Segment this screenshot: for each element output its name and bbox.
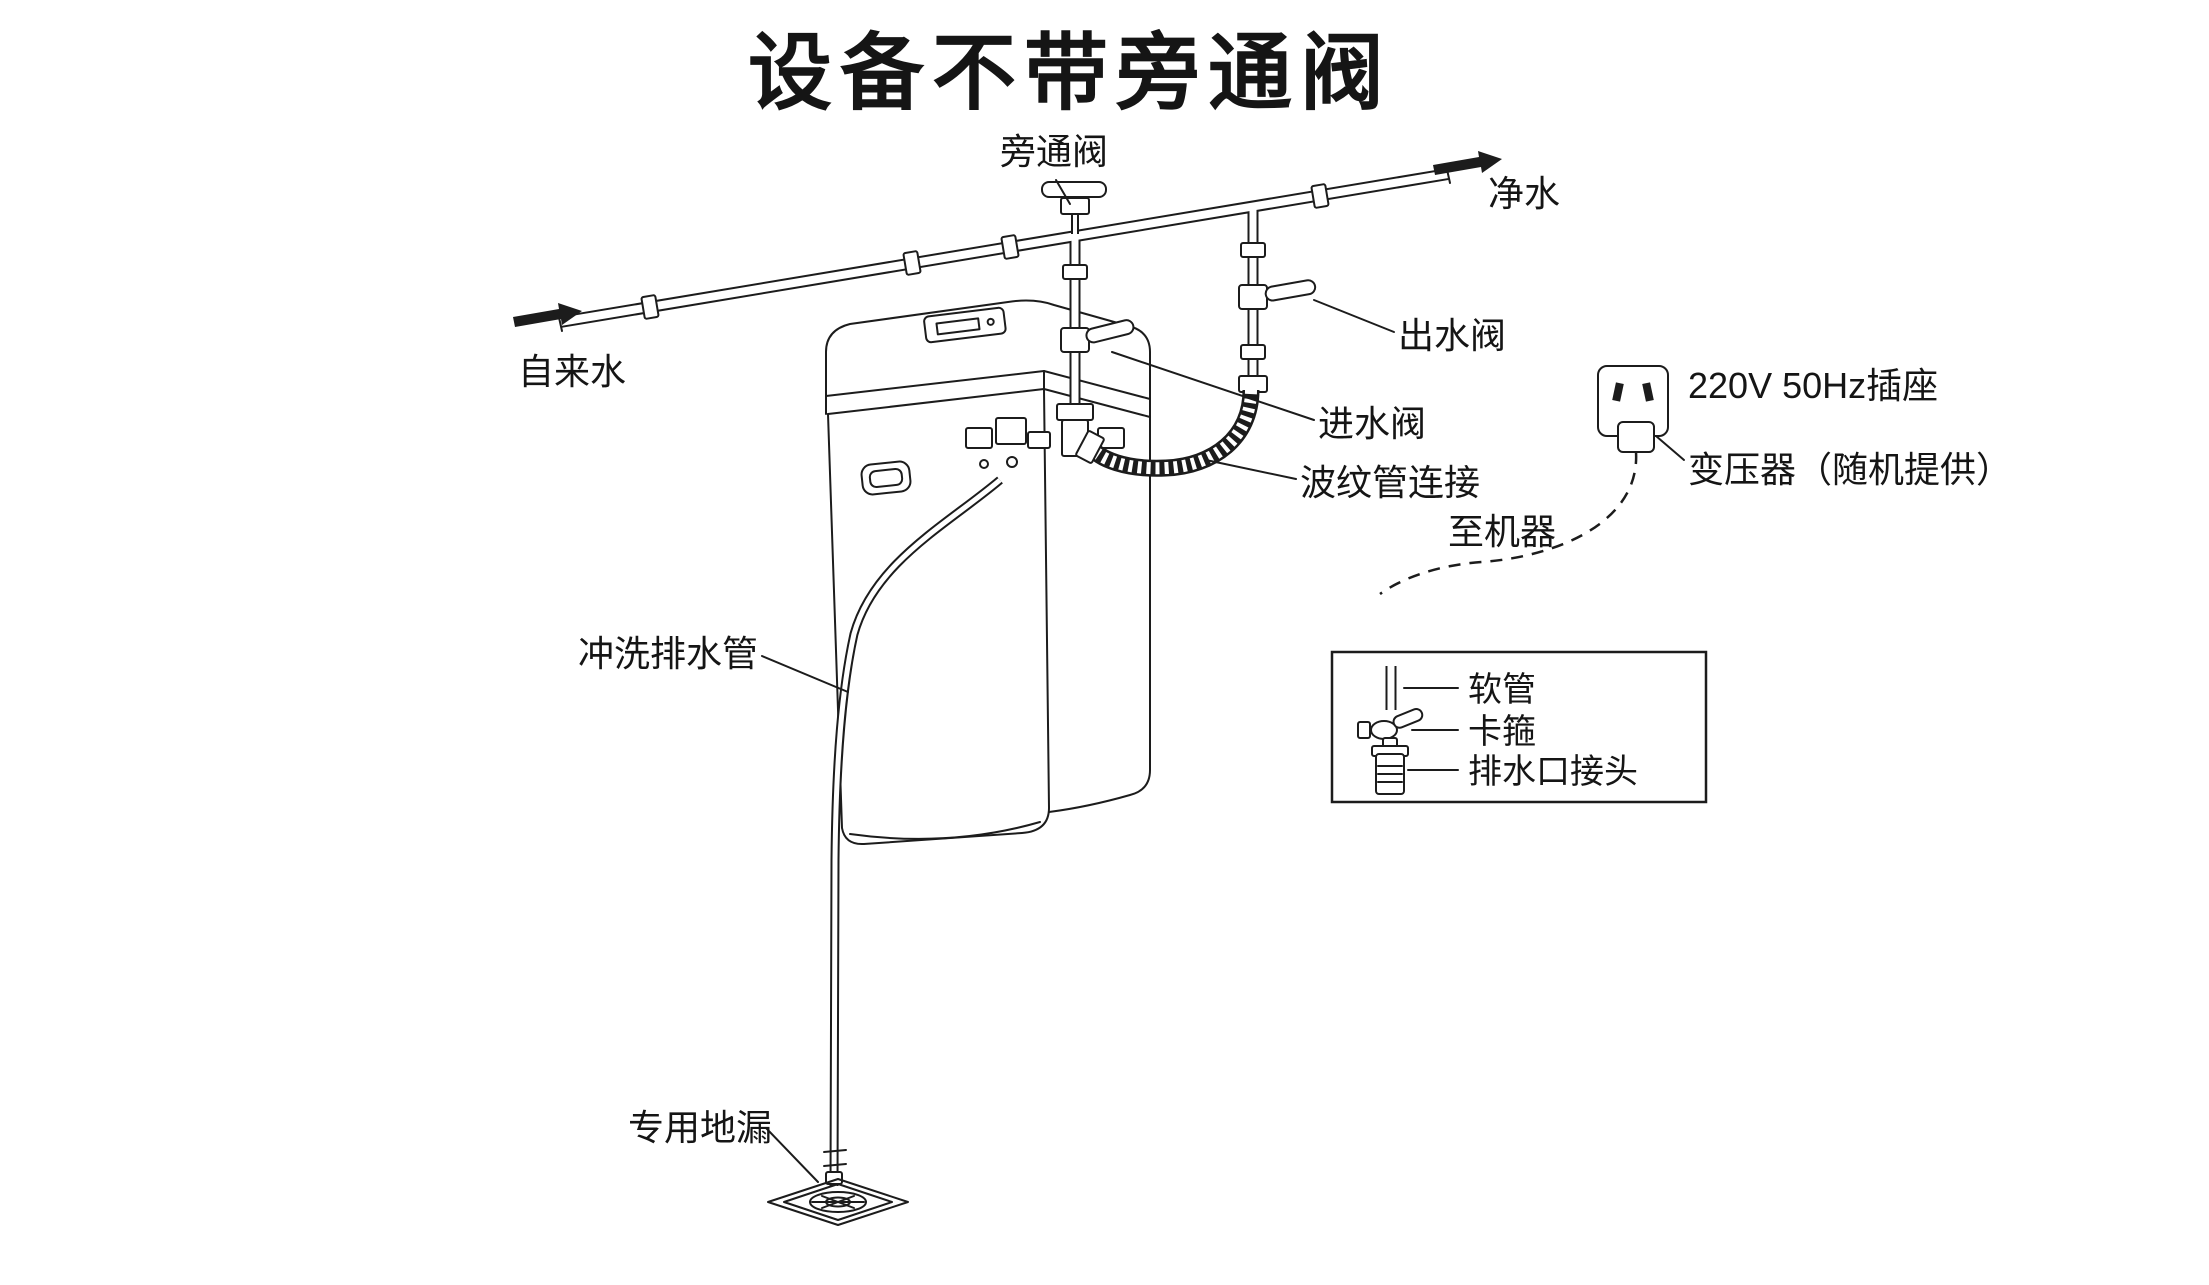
legend-label-hose: 软管 [1468,671,1536,709]
riser-coupler [1240,344,1266,360]
clamp-icon [1357,708,1424,740]
drain-connector-icon [1371,737,1409,795]
socket-slot [1612,382,1624,402]
label-flush-drain: 冲洗排水管 [578,633,759,674]
legend-frame [1330,650,1708,804]
head-band-front [827,388,1045,415]
leader-floor-drain [765,1127,819,1183]
lid-seam-side [1043,370,1151,400]
cabinet-lid [825,299,1151,419]
label-bypass-valve: 旁通阀 [1000,131,1109,172]
power-socket-group [1379,365,1669,596]
pipe-coupler [640,294,660,320]
power-cable-dashed [1379,451,1638,596]
label-clean-water: 净水 [1488,173,1561,214]
corrugated-hose [1075,375,1268,477]
pipe-coupler [902,250,922,276]
leader-inlet-valve [1111,351,1315,421]
head-band-side [1043,388,1151,418]
legend-label-drain-connector: 排水口接头 [1468,753,1638,791]
cabinet-base-line [849,821,1041,840]
outlet-valve [1238,279,1317,310]
water-pipes [557,164,1451,457]
drain-hose-clamp [823,1149,847,1167]
label-floor-drain: 专用地漏 [628,1107,773,1148]
label-socket: 220V 50Hz插座 [1688,365,1939,406]
bypass-valve-handle [1041,181,1107,198]
floor-drain-grate [767,1178,909,1226]
hose-machine-nut [1075,430,1105,464]
leader-outlet-valve [1313,299,1395,333]
inlet-port-nut [1056,403,1094,421]
leader-bypass-valve [1055,179,1071,205]
label-outlet-valve: 出水阀 [1398,315,1507,356]
inlet-valve [1060,319,1135,353]
label-tap-water: 自来水 [518,351,627,392]
tap-water-arrow [513,303,582,327]
label-transformer: 变压器（随机提供） [1688,449,2013,490]
pipe-coupler [1310,183,1330,209]
hose-elbow-nut [1238,375,1268,393]
legend [1330,650,1708,804]
handle-recess [860,460,912,496]
socket-slot [1642,382,1654,402]
label-corrugated: 波纹管连接 [1300,462,1481,503]
control-display [923,306,1007,344]
device-cabinet [825,299,1151,846]
outlet-valve-handle [1264,279,1317,302]
leader-transformer [1655,435,1685,461]
label-inlet-valve: 进水阀 [1318,403,1427,444]
valve-head-fittings [965,417,1125,469]
riser-coupler [1240,242,1266,258]
page-title: 设备不带旁通阀 [747,26,1393,120]
clean-water-arrow [1433,151,1502,175]
transformer-plug [1617,421,1655,453]
leader-flush-drain [761,655,849,693]
inlet-valve-handle [1085,319,1135,344]
flow-arrows [513,151,1502,327]
lid-seam-front [825,370,1045,397]
cabinet-side-face [1048,417,1151,813]
riser-coupler [1062,264,1088,280]
legend-label-clamp: 卡箍 [1468,713,1536,751]
flush-drain-tube [823,476,1003,1187]
pipe-coupler [1000,234,1020,260]
leader-lines [761,179,1685,1183]
label-to-machine: 至机器 [1448,511,1557,552]
bypass-valve [1041,181,1107,234]
leader-corrugated [1205,459,1297,480]
